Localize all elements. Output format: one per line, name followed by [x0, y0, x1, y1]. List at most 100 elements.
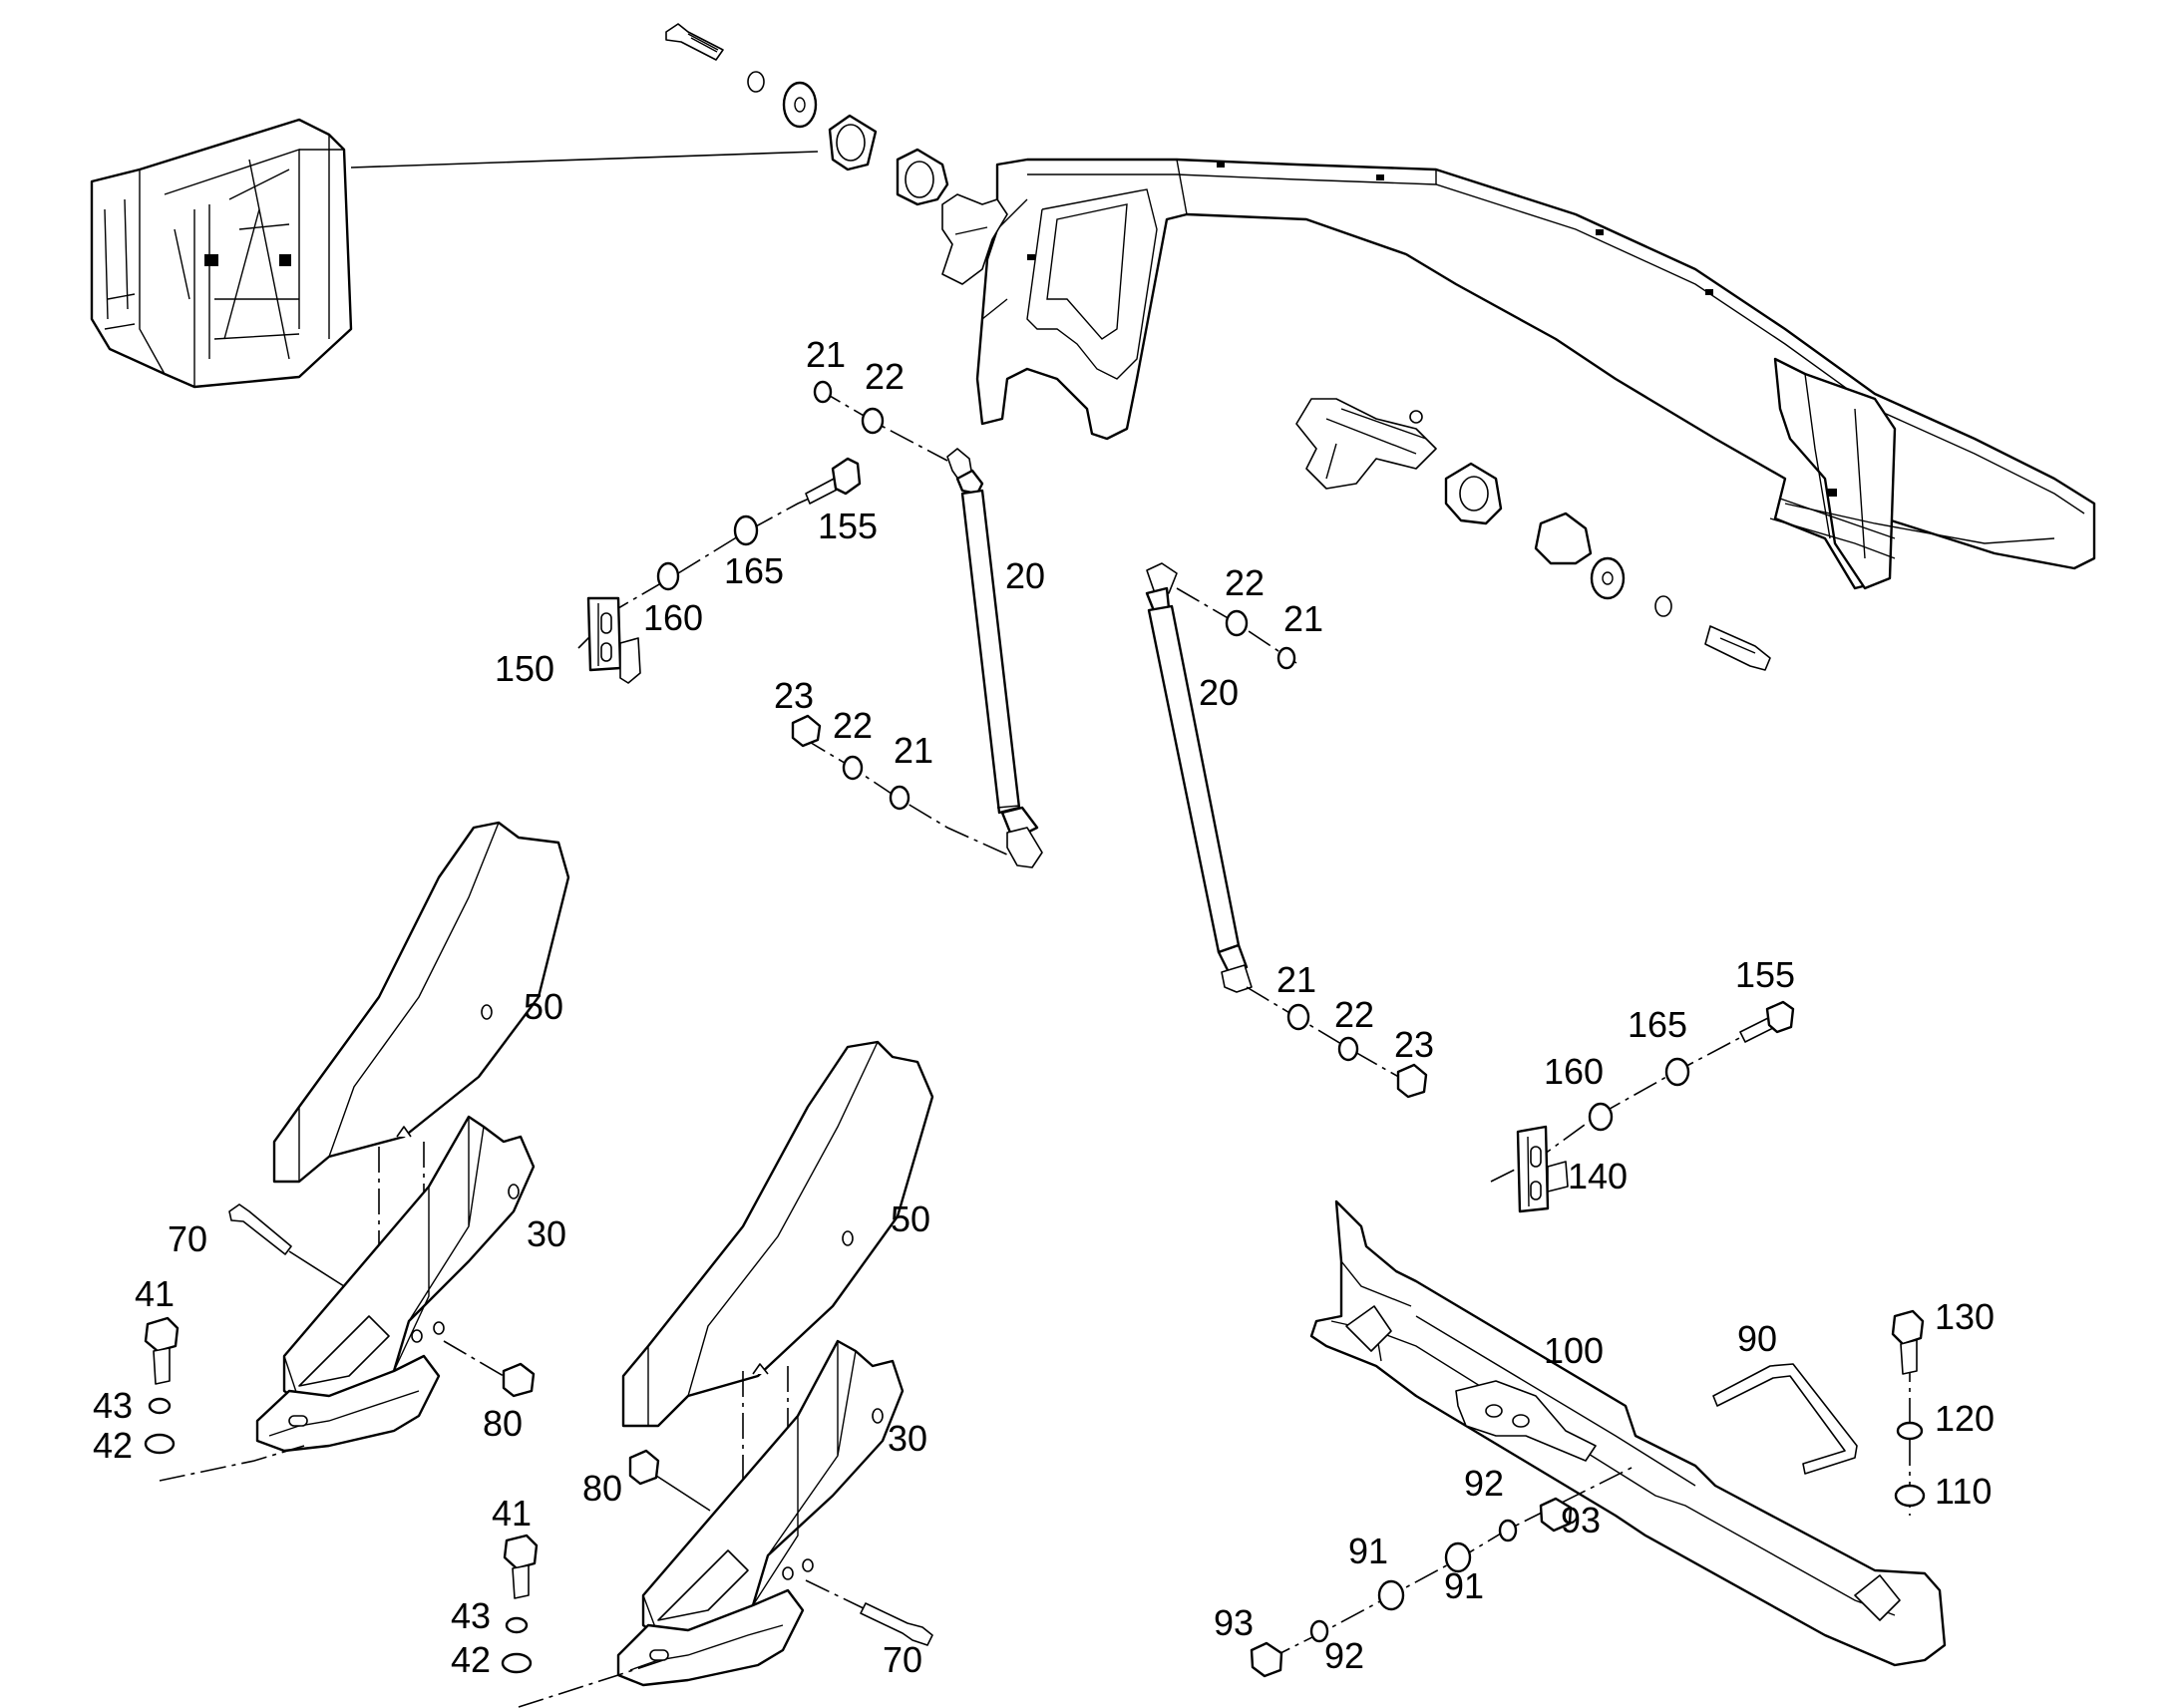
guide-50-center [621, 1040, 934, 1428]
label-30-left: 30 [527, 1213, 566, 1254]
label-110: 110 [1935, 1471, 1992, 1512]
label-93-top: 93 [1561, 1500, 1601, 1540]
leader-41-43-42-left [159, 1445, 305, 1482]
gas-strut-20-right [1145, 562, 1253, 993]
label-155-right: 155 [1735, 954, 1795, 995]
label-42-center: 42 [451, 1639, 491, 1680]
label-21-right-lower: 21 [1276, 959, 1316, 1000]
label-91-right: 91 [1444, 1565, 1484, 1606]
pin-70-left [228, 1203, 292, 1255]
nut-93-top [1539, 1497, 1573, 1533]
washer-160-left [656, 561, 680, 591]
label-22-right-upper: 22 [1225, 562, 1265, 603]
label-70-left: 70 [168, 1218, 207, 1259]
label-41-left: 41 [135, 1273, 175, 1314]
baler-body-inset [90, 118, 353, 389]
bolt-155-left [805, 457, 862, 505]
handle-90 [1712, 1363, 1858, 1475]
door-frame [941, 158, 2096, 590]
label-50-center: 50 [891, 1198, 930, 1239]
leader-upper-21-22 [817, 388, 948, 462]
label-30-center: 30 [888, 1418, 927, 1459]
washer-21-lower-right [1286, 1003, 1310, 1031]
washer-120 [1896, 1421, 1924, 1441]
callout-labels: 21 22 155 165 160 150 20 22 21 20 23 22 … [93, 334, 1995, 1680]
bracket-150 [586, 596, 641, 684]
label-42-left: 42 [93, 1425, 133, 1466]
label-23-left: 23 [774, 675, 814, 716]
washer-43-center [505, 1616, 529, 1634]
label-160-right: 160 [1544, 1051, 1604, 1092]
washer-165-left [733, 514, 759, 546]
inset-leader-line [350, 151, 819, 169]
pin-70-center [860, 1602, 933, 1646]
label-155: 155 [818, 506, 878, 546]
label-140: 140 [1568, 1156, 1628, 1196]
leader-70-center [805, 1579, 869, 1611]
label-90: 90 [1737, 1318, 1777, 1359]
washer-22-upper-left [861, 407, 885, 435]
leader-80-left [443, 1340, 505, 1377]
label-91-left: 91 [1348, 1531, 1388, 1571]
label-150: 150 [495, 648, 554, 689]
right-pivot-hardware [1295, 398, 1771, 671]
label-80-left: 80 [483, 1403, 523, 1444]
washer-92-bottom [1309, 1619, 1329, 1643]
label-20-left: 20 [1005, 555, 1045, 596]
label-43-center: 43 [451, 1595, 491, 1636]
label-70-center: 70 [883, 1639, 922, 1680]
label-80-center: 80 [582, 1468, 622, 1509]
washer-42-center [501, 1652, 533, 1674]
label-22-right-lower: 22 [1334, 994, 1374, 1035]
label-165-right: 165 [1628, 1004, 1687, 1045]
label-120: 120 [1935, 1398, 1995, 1439]
washer-22-lower-left [842, 755, 864, 781]
label-93-bottom: 93 [1214, 1602, 1254, 1643]
rail-100 [1309, 1199, 1947, 1667]
nut-23-left [791, 714, 822, 748]
washer-91-left [1377, 1579, 1405, 1611]
washer-110 [1894, 1484, 1926, 1508]
nut-93-bottom [1250, 1641, 1283, 1678]
nut-80-left [502, 1362, 536, 1398]
bracket-30-left [255, 1115, 536, 1453]
label-21-right-upper: 21 [1283, 598, 1323, 639]
washer-43-left [148, 1397, 172, 1415]
leader-140-155 [1490, 1034, 1746, 1183]
washer-92-top [1498, 1519, 1518, 1542]
bolt-155-right [1739, 1000, 1795, 1043]
label-22: 22 [865, 356, 905, 397]
leader-41-43-42-center [518, 1659, 664, 1708]
bolt-130 [1891, 1309, 1925, 1375]
washer-160-right [1588, 1102, 1614, 1132]
washer-21-upper-right [1276, 646, 1296, 670]
leader-70-left [288, 1250, 345, 1287]
label-41-center: 41 [492, 1493, 532, 1534]
label-92-bottom: 92 [1324, 1635, 1364, 1676]
leader-lower-left-strut [802, 737, 1010, 856]
leader-upper-right-strut [1176, 587, 1297, 664]
label-21: 21 [806, 334, 846, 375]
gas-strut-20-left [946, 448, 1043, 868]
washer-165-right [1664, 1057, 1690, 1087]
nut-80-center [628, 1449, 660, 1486]
label-160: 160 [643, 597, 703, 638]
label-165: 165 [724, 550, 784, 591]
label-130: 130 [1935, 1296, 1995, 1337]
label-23-right: 23 [1394, 1024, 1434, 1065]
bolt-41-left [144, 1316, 180, 1385]
label-43-left: 43 [93, 1385, 133, 1426]
bracket-140 [1516, 1125, 1569, 1213]
top-pivot-hardware [665, 23, 949, 206]
guide-50-left [272, 821, 570, 1184]
bolt-41-center [503, 1534, 539, 1599]
washer-42-left [144, 1433, 176, 1455]
leader-lower-right-strut [1246, 986, 1417, 1088]
leader-80-center [652, 1473, 711, 1512]
bracket-30-center [616, 1339, 905, 1687]
label-100: 100 [1544, 1330, 1604, 1371]
washer-21-lower-left [889, 785, 910, 811]
washer-22-upper-right [1225, 609, 1249, 637]
label-21-left-lower: 21 [894, 730, 933, 771]
